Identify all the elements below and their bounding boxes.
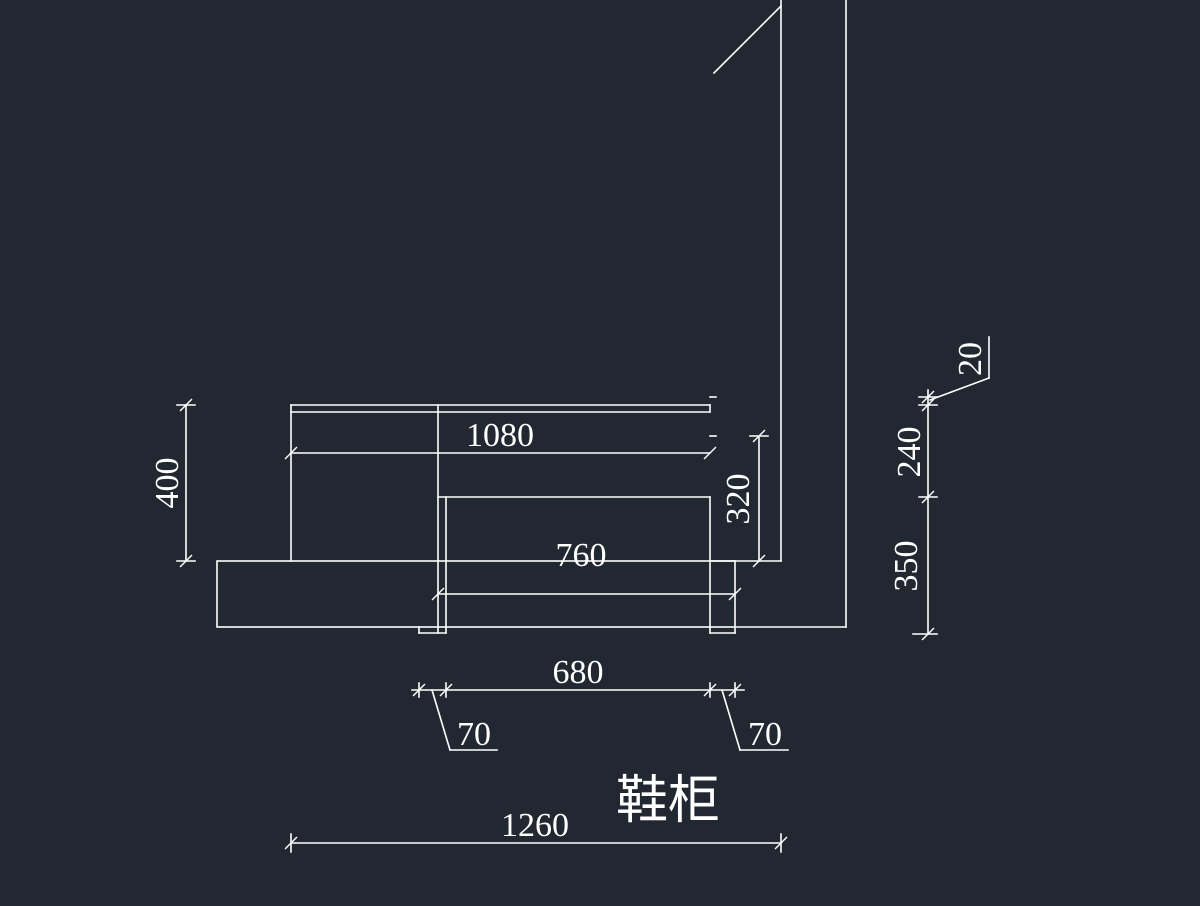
dim-350-text: 350 [888,541,925,592]
dim-760-text: 760 [556,537,607,574]
cabinet-outline [216,0,847,634]
dim-1260-tick-left [284,836,298,850]
dim-stack-tick-4 [921,627,935,641]
dim-400-text: 400 [149,458,186,509]
dim-680-tick1 [412,683,426,697]
dim-760-tick-right [728,587,742,601]
dim-680-tick2 [439,683,453,697]
leader-right-70 [721,689,741,751]
dim-1080-tick-right [703,446,717,460]
dim-680-tick3 [703,683,717,697]
dimension-lines [176,336,991,853]
dim-680-tick4 [728,683,742,697]
dim-400-tick-top [179,398,193,412]
dim-760-tick-left [431,587,445,601]
dim-20-text: 20 [952,342,989,376]
dim-left-70-text: 70 [457,716,491,753]
dim-stack-tick-1 [921,390,935,404]
dim-680-text: 680 [553,654,604,691]
dimension-texts: 1080 760 680 70 70 1260 400 320 20 240 3… [149,342,989,844]
leader-left-70 [431,689,451,751]
dim-1080-tick-left [284,446,298,460]
dim-320-tick-top [752,429,766,443]
wall-diagonal-line [712,4,783,75]
dim-1260-text: 1260 [501,807,569,844]
dim-240-text: 240 [891,427,928,478]
leader-20 [928,376,991,402]
dim-stack-tick-2 [921,398,935,412]
dim-400-tick-bottom [179,554,193,568]
dim-stack-tick-3 [921,490,935,504]
dim-1260-tick-right [774,836,788,850]
dim-320-text: 320 [720,474,757,525]
dim-right-70-text: 70 [748,716,782,753]
drawing-title: 鞋柜 [616,771,720,831]
dim-320-tick-bottom [752,554,766,568]
dim-1080-text: 1080 [466,417,534,454]
